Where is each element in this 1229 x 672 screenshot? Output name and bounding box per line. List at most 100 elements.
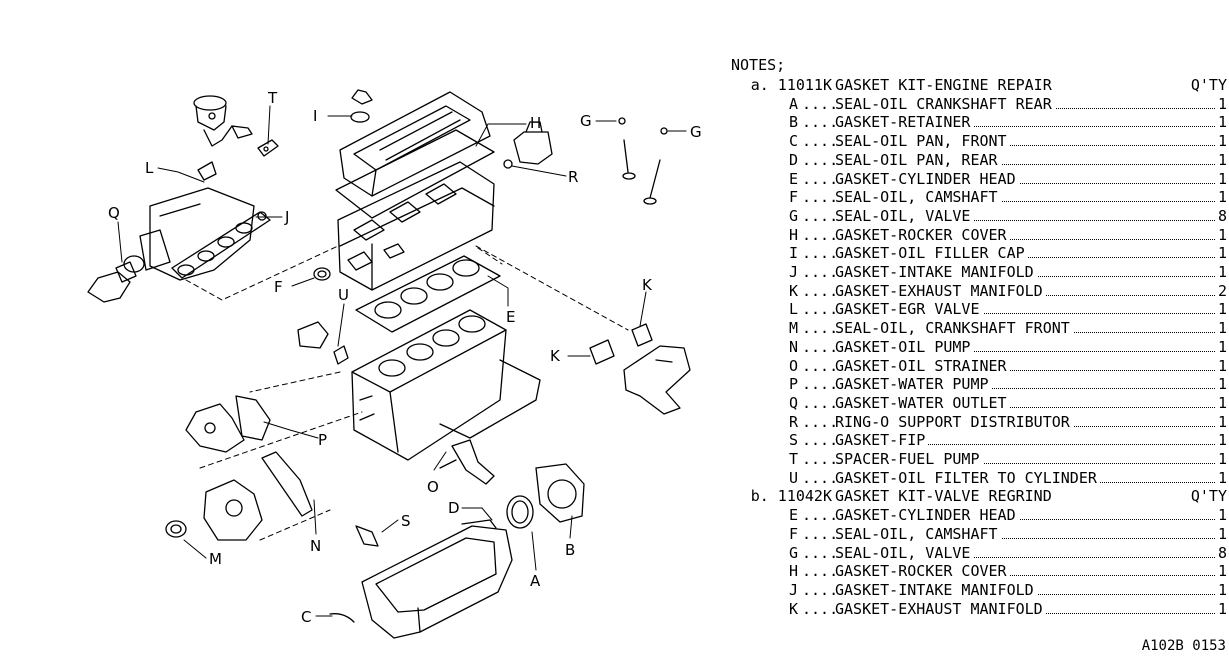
item-code-dots: .... xyxy=(802,113,839,132)
item-leader-dots xyxy=(835,238,1215,240)
item-leader-dots xyxy=(835,463,1215,464)
reference-code: A102B 0153 xyxy=(1141,638,1226,654)
item-qty: 1 xyxy=(1215,188,1227,207)
item-name: SEAL-OIL PAN, FRONT xyxy=(835,132,1010,151)
oil-filter-adapter-part xyxy=(297,321,349,365)
callout-q: Q xyxy=(108,204,120,222)
item-qty: 1 xyxy=(1215,244,1227,263)
item-code-dots: .... xyxy=(802,393,839,412)
item-leader-dots xyxy=(835,575,1215,577)
kit-title: GASKET KIT-ENGINE REPAIR xyxy=(835,76,1052,94)
item-qty: 1 xyxy=(1215,562,1227,581)
item-leader-dots xyxy=(835,519,1215,521)
item-name: SEAL-OIL PAN, REAR xyxy=(835,150,1001,170)
item-name: GASKET-OIL PUMP xyxy=(835,337,974,357)
item-qty: 8 xyxy=(1215,206,1227,226)
distributor-part xyxy=(503,121,553,169)
item-code-dots: .... xyxy=(802,300,839,319)
item-code: G xyxy=(788,206,798,225)
item-name: RING-O SUPPORT DISTRIBUTOR xyxy=(835,412,1073,432)
item-qty: 1 xyxy=(1215,468,1227,488)
item-name: GASKET-ROCKER COVER xyxy=(835,562,1010,581)
item-leader-dots xyxy=(835,537,1215,539)
item-code: C xyxy=(788,132,798,151)
item-code: E xyxy=(788,506,798,525)
item-name: GASKET-WATER OUTLET xyxy=(835,393,1010,413)
head-gasket-part xyxy=(355,255,501,333)
item-code-dots: .... xyxy=(802,599,839,618)
callout-f: F xyxy=(274,278,283,296)
item-qty: 1 xyxy=(1215,150,1227,170)
item-code-dots: .... xyxy=(802,524,839,543)
item-leader-dots xyxy=(835,201,1215,203)
item-code: H xyxy=(788,225,798,244)
item-code: R xyxy=(788,412,798,431)
rocker-cover-gasket-part xyxy=(335,129,495,219)
callout-l: L xyxy=(145,159,154,177)
item-name: SEAL-OIL, CAMSHAFT xyxy=(835,524,1001,544)
item-leader-dots xyxy=(835,145,1215,147)
item-name: GASKET-FIP xyxy=(835,431,929,450)
item-code: F xyxy=(788,188,798,207)
item-code-dots: .... xyxy=(802,431,839,450)
item-qty: 1 xyxy=(1215,319,1227,338)
item-qty: 1 xyxy=(1215,375,1227,394)
camshaft-seal-part xyxy=(313,267,331,281)
callout-k-left: K xyxy=(550,347,561,365)
item-qty: 1 xyxy=(1215,263,1227,282)
item-code: N xyxy=(788,337,798,356)
qty-header: Q'TY xyxy=(1190,487,1227,506)
callout-n: N xyxy=(310,537,321,555)
oil-filler-cap-part xyxy=(350,89,373,123)
item-leader-dots xyxy=(835,388,1215,390)
item-code-dots: .... xyxy=(802,580,839,599)
callout-c: C xyxy=(301,608,311,626)
item-code: J xyxy=(788,263,798,281)
callout-t: T xyxy=(267,89,278,107)
oil-strainer-part xyxy=(439,439,495,485)
item-code-dots: .... xyxy=(802,225,839,244)
callout-m: M xyxy=(209,550,222,568)
item-qty: 1 xyxy=(1215,94,1227,114)
callout-p: P xyxy=(318,431,327,449)
item-name: GASKET-CYLINDER HEAD xyxy=(835,169,1019,189)
item-code: G xyxy=(788,543,798,562)
item-leader-dots xyxy=(835,444,1215,446)
exhaust-manifold-part xyxy=(623,345,691,415)
item-code: A xyxy=(788,94,798,113)
item-leader-dots xyxy=(835,406,1215,408)
oil-pan-part xyxy=(361,519,513,639)
item-qty: 1 xyxy=(1215,393,1227,413)
crankshaft-front-seal-part xyxy=(165,520,187,538)
item-code-dots: .... xyxy=(802,281,839,300)
callout-g-left: G xyxy=(580,112,592,130)
item-name: SEAL-OIL CRANKSHAFT REAR xyxy=(835,94,1055,114)
item-qty: 1 xyxy=(1215,524,1227,544)
item-name: GASKET-INTAKE MANIFOLD xyxy=(835,263,1037,282)
item-code: T xyxy=(788,450,798,468)
item-code: J xyxy=(788,580,798,599)
callout-o: O xyxy=(427,478,439,496)
item-code-dots: .... xyxy=(802,375,839,394)
item-name: SPACER-FUEL PUMP xyxy=(835,450,983,469)
rear-seal-retainer-part xyxy=(506,463,585,529)
item-code-dots: .... xyxy=(802,169,839,188)
oil-pump-part xyxy=(203,451,313,541)
intake-manifold-part xyxy=(123,161,255,281)
cylinder-head-part xyxy=(337,161,495,291)
item-code-dots: .... xyxy=(802,94,839,113)
cylinder-block-part xyxy=(351,309,541,461)
item-name: GASKET-WATER PUMP xyxy=(835,375,992,394)
callout-r: R xyxy=(568,168,578,186)
kit-title: GASKET KIT-VALVE REGRIND xyxy=(835,487,1052,506)
